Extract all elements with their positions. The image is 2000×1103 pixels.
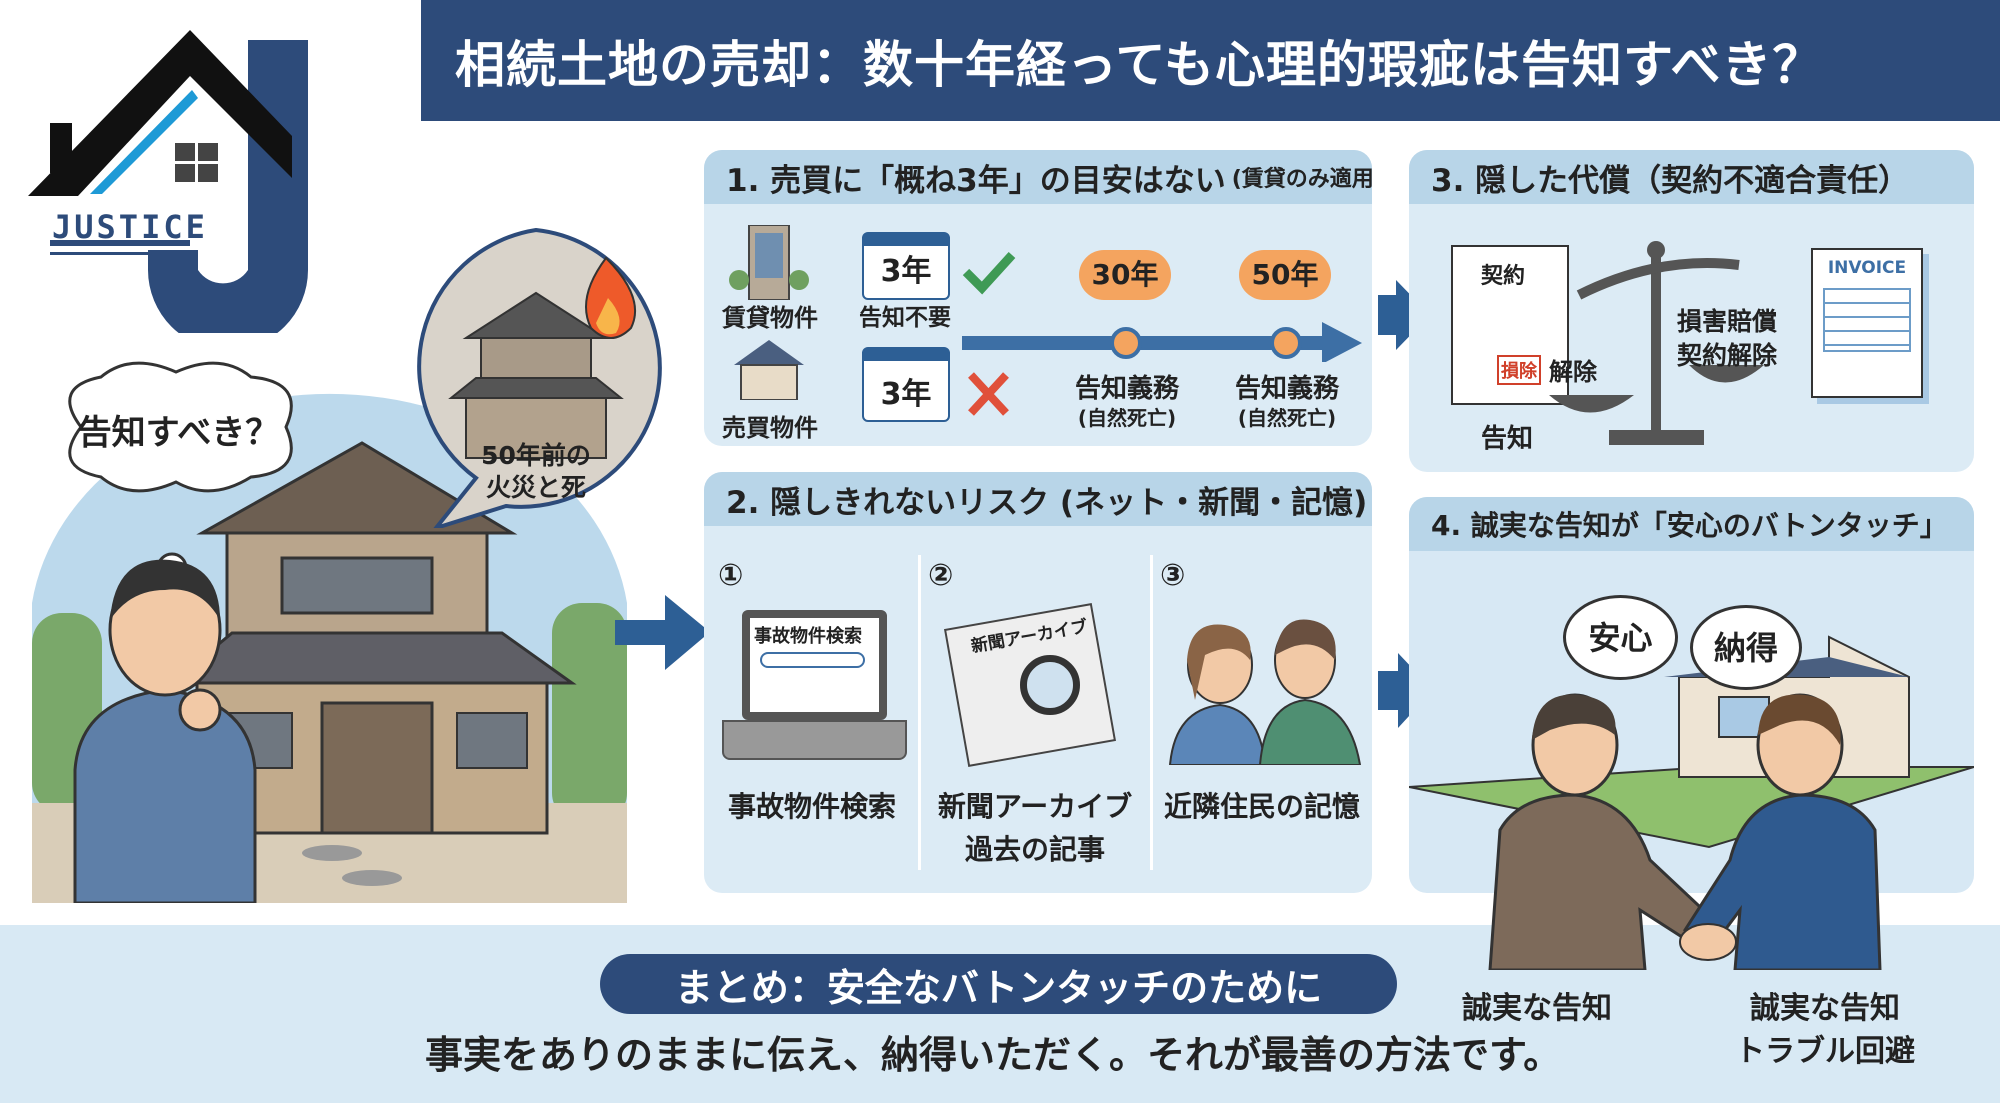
marker-30-sub: (自然死亡) xyxy=(1077,406,1177,430)
logo-text: JUSTICE xyxy=(52,208,208,246)
panel1-title-note: (賃貸のみ適用) xyxy=(1231,167,1372,192)
marker-50-label: 告知義務 xyxy=(1234,374,1339,404)
justice-logo: JUSTICE xyxy=(20,18,395,350)
caption-buyer-1: 誠実な告知 xyxy=(1750,991,1900,1026)
notice-label: 告知 xyxy=(1481,424,1534,454)
panel4-title: 4. 誠実な告知が「安心のバトンタッチ」 xyxy=(1409,497,1974,551)
thought-bubble: 告知すべき？ xyxy=(51,357,306,497)
calendar-icon-rental: 3年 xyxy=(862,232,950,300)
risk-number-2: ② xyxy=(928,558,954,593)
memory-caption-2: 火災と死 xyxy=(485,473,586,502)
marker-30-label: 告知義務 xyxy=(1074,374,1179,404)
summary-text: 事実をありのままに伝え、納得いただく。それが最善の方法です。 xyxy=(425,1033,1562,1077)
contract-label: 契約 xyxy=(1481,264,1526,289)
risk-number-1: ① xyxy=(718,558,744,593)
contract-document xyxy=(1451,245,1569,405)
panel1-title: 1. 売買に「概ね3年」の目安はない xyxy=(726,162,1226,199)
laptop-icon: 事故物件検索 xyxy=(722,610,907,765)
marker-30-years: 30年 xyxy=(1079,250,1171,300)
sale-property-label: 売買物件 xyxy=(722,414,818,442)
rental-property-label: 賃貸物件 xyxy=(722,304,818,332)
rental-result-label: 告知不要 xyxy=(859,305,951,331)
stamp-label: 損除 xyxy=(1497,355,1541,385)
risk-label-2: 新聞アーカイブ xyxy=(937,790,1133,823)
memory-caption-1: 50年前の xyxy=(481,441,591,470)
risk-label-2-line2: 過去の記事 xyxy=(964,833,1105,866)
speech-bubble-consent: 納得 xyxy=(1690,605,1802,690)
divider xyxy=(918,555,921,870)
arrow-right-icon xyxy=(1378,653,1433,728)
caption-seller: 誠実な告知 xyxy=(1462,991,1612,1026)
neighbors-whispering-icon xyxy=(1168,619,1362,765)
panel2-title: 2. 隠しきれないリスク (ネット・新聞・記憶) xyxy=(704,472,1372,526)
panel3-title: 3. 隠した代償（契約不適合責任） xyxy=(1409,150,1974,204)
balance-scale-icon xyxy=(1549,241,1764,445)
summary-heading: まとめ：安全なバトンタッチのために xyxy=(600,954,1397,1014)
calendar-icon-sale: 3年 xyxy=(862,347,950,422)
divider xyxy=(1150,555,1153,870)
risk-label-1: 事故物件検索 xyxy=(727,790,896,823)
panel-sale-3-years: 1. 売買に「概ね3年」の目安はない(賃貸のみ適用) 賃貸物件 売買物件 3年 … xyxy=(704,150,1372,446)
cross-icon xyxy=(968,372,1009,416)
handshake-illustration xyxy=(1488,693,1882,970)
right-pan-label-1: 損害賠償 xyxy=(1677,307,1778,336)
arrow-right-icon xyxy=(615,595,710,670)
apartment-building-icon xyxy=(729,225,809,300)
risk-number-3: ③ xyxy=(1160,558,1186,593)
detached-house-icon xyxy=(734,340,804,400)
arrow-right-icon xyxy=(1378,280,1430,350)
caption-buyer-2: トラブル回避 xyxy=(1735,1034,1915,1069)
risk-label-3: 近隣住民の記憶 xyxy=(1163,790,1360,823)
marker-50-years: 50年 xyxy=(1239,250,1331,300)
right-pan-label-2: 契約解除 xyxy=(1677,341,1778,370)
speech-bubble-relief: 安心 xyxy=(1563,595,1678,680)
panel-hidden-cost: 3. 隠した代償（契約不適合責任） 契約 損除 解除 損害賠償 契約解除 告知 … xyxy=(1409,150,1974,472)
page-title: 相続土地の売却：数十年経っても心理的瑕疵は告知すべき？ xyxy=(421,0,2000,121)
memory-bubble: 50年前の 火災と死 xyxy=(396,228,678,528)
marker-50-sub: (自然死亡) xyxy=(1237,406,1337,430)
worried-man-illustration xyxy=(70,540,260,905)
invoice-document: INVOICE xyxy=(1811,248,1923,398)
left-pan-label: 解除 xyxy=(1549,358,1597,386)
newspaper-icon: 新聞アーカイブ xyxy=(940,600,1130,767)
check-icon xyxy=(962,251,1016,295)
timeline-arrow xyxy=(962,322,1362,362)
thought-text: 告知すべき？ xyxy=(77,413,280,453)
